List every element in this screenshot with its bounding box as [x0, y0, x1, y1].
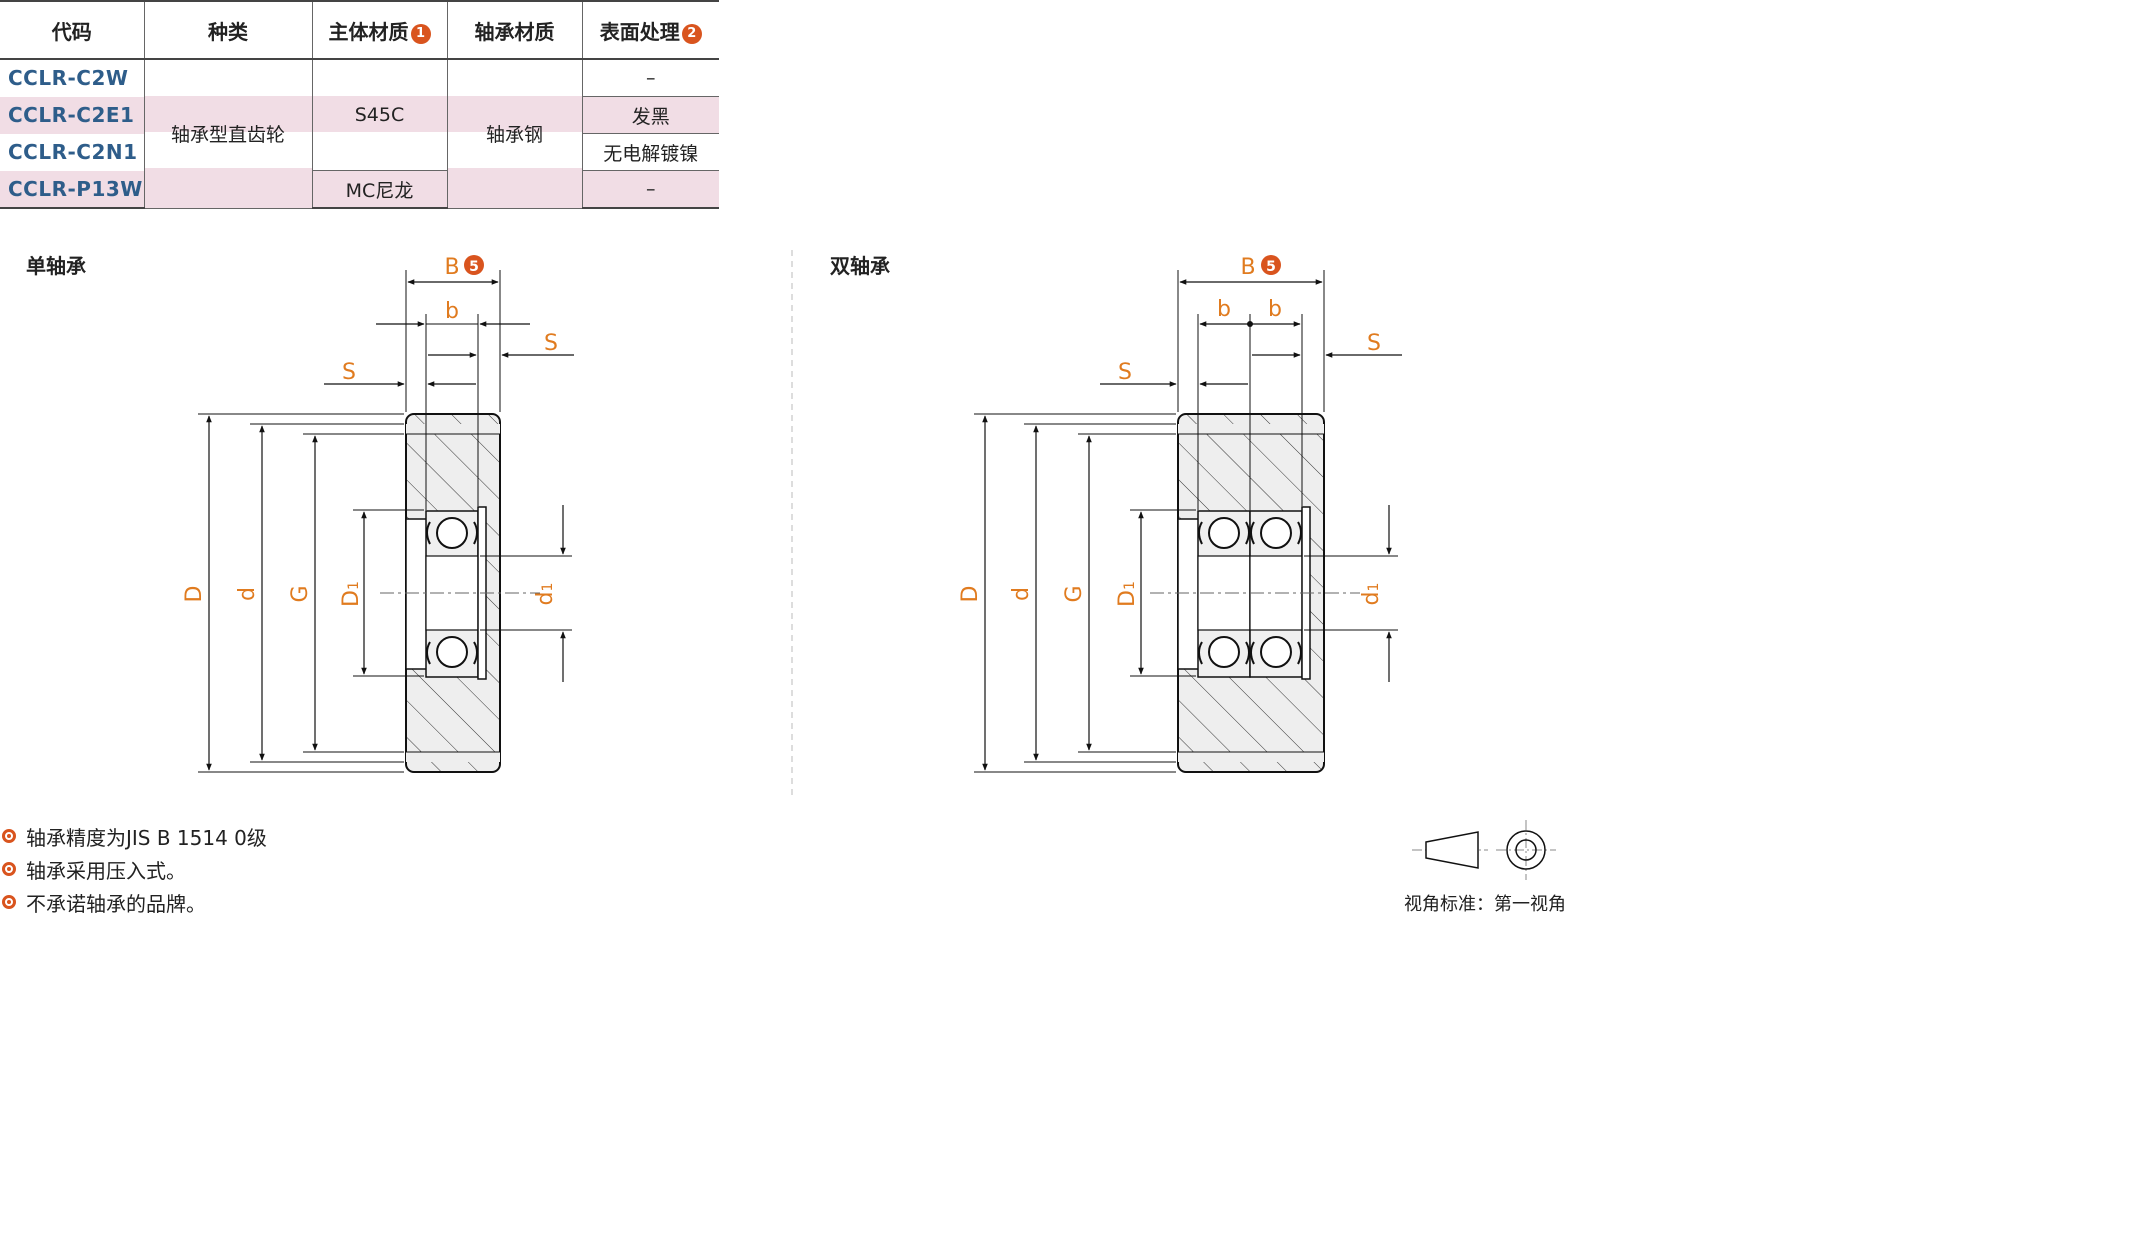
dim-d1-label: d1 [533, 583, 558, 606]
dim-d1-label: d1 [1359, 583, 1384, 606]
surface-cell: 发黑 [581, 96, 719, 134]
dim-b-label: b [445, 299, 459, 324]
dim-G-label: G [1062, 585, 1087, 602]
notes-list: 轴承精度为JIS B 1514 0级 轴承采用压入式。 不承诺轴承的品牌。 [2, 824, 267, 923]
double-bearing-title: 双轴承 [830, 254, 890, 278]
projection-standard-label: 视角标准：第一视角 [1404, 894, 1566, 915]
dim-D-label: D [958, 586, 983, 603]
surface-cell: – [581, 59, 719, 97]
dim-S-right-label: S [1367, 331, 1381, 356]
bullet-icon [2, 829, 16, 843]
dim-d-label: d [1009, 587, 1034, 601]
first-angle-projection-icon [1412, 820, 1556, 880]
body-material-cell: S45C [311, 59, 447, 171]
dim-b-right-label: b [1268, 297, 1282, 322]
code-cell: CCLR-C2E1 [0, 96, 144, 134]
bearing-material-cell: 轴承钢 [446, 59, 582, 209]
bullet-icon [2, 862, 16, 876]
technical-drawings: B 5 b S S D d G D1 [182, 250, 1556, 880]
list-item: 轴承采用压入式。 [2, 857, 267, 890]
type-cell: 轴承型直齿轮 [143, 59, 312, 209]
list-item: 轴承精度为JIS B 1514 0级 [2, 824, 267, 857]
table-row: CCLR-P13W MC尼龙 – [0, 170, 719, 209]
dim-B-label: B [444, 255, 459, 280]
code-cell: CCLR-C2W [8, 66, 129, 91]
dim-D1-label: D1 [1115, 581, 1140, 607]
dim-S-left-label: S [1118, 360, 1132, 385]
table-row: CCLR-C2W 轴承型直齿轮 S45C 轴承钢 – [0, 59, 719, 209]
single-bearing-drawing: B 5 b S S D d G D1 [182, 255, 574, 773]
note-badge-2: 2 [681, 23, 702, 44]
header-type: 种类 [143, 0, 312, 60]
dim-S-right-label: S [544, 331, 558, 356]
surface-cell: – [581, 170, 719, 209]
header-bearing-material: 轴承材质 [446, 0, 582, 60]
dim-G-label: G [288, 585, 313, 602]
dim-b-left-label: b [1217, 297, 1231, 322]
table-row: CCLR-C2E1 发黑 [0, 96, 719, 134]
table-row: CCLR-C2N1 无电解镀镍 [0, 133, 719, 171]
dim-D1-label: D1 [339, 581, 364, 607]
bullet-icon [2, 895, 16, 909]
double-bearing-drawing: B 5 b b S S D d G D1 [958, 255, 1402, 773]
body-material-cell: MC尼龙 [311, 170, 447, 209]
dim-B-badge: 5 [1266, 259, 1276, 275]
code-cell: CCLR-C2N1 [8, 140, 138, 164]
list-item: 不承诺轴承的品牌。 [2, 890, 267, 923]
dim-B-badge: 5 [469, 259, 479, 275]
dim-d-label: d [235, 587, 260, 601]
dim-B-label: B [1240, 255, 1255, 280]
header-code: 代码 [0, 0, 144, 60]
note-badge-1: 1 [410, 23, 431, 44]
dim-D-label: D [182, 586, 207, 603]
single-bearing-title: 单轴承 [26, 254, 86, 278]
dim-S-left-label: S [342, 360, 356, 385]
surface-cell: 无电解镀镍 [581, 133, 719, 171]
code-cell: CCLR-P13W [0, 170, 144, 209]
